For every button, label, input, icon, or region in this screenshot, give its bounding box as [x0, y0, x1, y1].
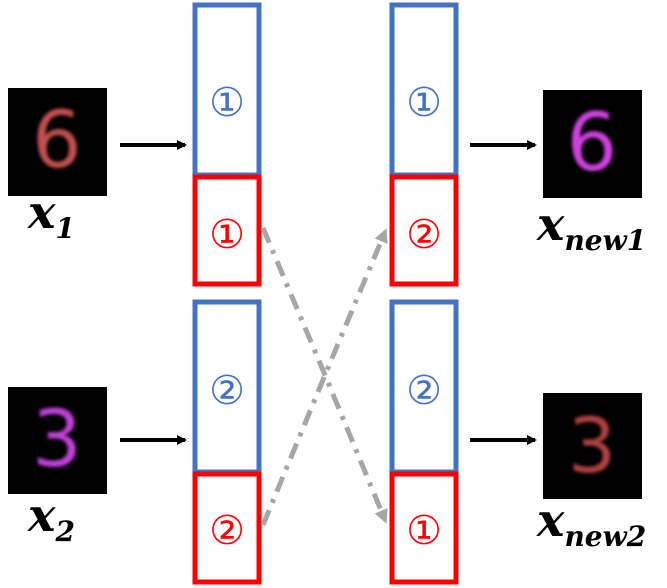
- output-image-1: 6: [543, 90, 642, 198]
- mnist-digit-image-icon: [8, 387, 107, 494]
- content-mark-left-2: ②: [209, 368, 245, 414]
- output-label-2-subscript: new2: [564, 520, 646, 553]
- style-code-box-left-2: [192, 471, 262, 585]
- style-mark-left-2: ②: [209, 508, 245, 554]
- input-image-2: 3: [8, 387, 107, 494]
- mnist-digit-image-icon: [8, 88, 107, 196]
- output-label-2-base: x: [536, 493, 565, 547]
- output-digit-2: 3: [568, 401, 616, 490]
- input-label-2-subscript: 2: [54, 515, 74, 548]
- input-label-1: x1: [27, 185, 75, 245]
- content-mark-left-1: ①: [209, 80, 245, 126]
- output-label-1: xnew1: [536, 197, 646, 257]
- style-code-box-right-1: [389, 174, 459, 287]
- output-label-2: xnew2: [536, 493, 646, 553]
- input-label-1-subscript: 1: [55, 212, 74, 245]
- output-label-1-base: x: [536, 197, 565, 251]
- style-code-box-left-1: [192, 174, 262, 287]
- style-mark-left-1: ①: [209, 212, 245, 258]
- output-label-1-subscript: new1: [564, 224, 646, 257]
- output-image-2: 3: [543, 393, 642, 499]
- content-mark-right-1: ①: [406, 80, 442, 126]
- style-mark-right-2: ①: [406, 508, 442, 554]
- style-mark-right-1: ②: [406, 212, 442, 258]
- mnist-digit-image-icon: [543, 393, 642, 499]
- input-digit-2: 3: [32, 395, 82, 485]
- mnist-digit-image-icon: [543, 90, 642, 198]
- output-digit-1: 6: [567, 96, 618, 189]
- input-label-2-base: x: [27, 488, 56, 542]
- input-digit-1: 6: [32, 96, 82, 186]
- style-code-box-right-2: [389, 471, 459, 585]
- input-label-2: x2: [27, 488, 75, 548]
- content-mark-right-2: ②: [406, 368, 442, 414]
- input-image-1: 6: [8, 88, 107, 196]
- swap-arrow-style-2-to-1: [260, 228, 388, 526]
- input-label-1-base: x: [27, 185, 56, 239]
- swap-arrow-style-1-to-2: [260, 227, 388, 524]
